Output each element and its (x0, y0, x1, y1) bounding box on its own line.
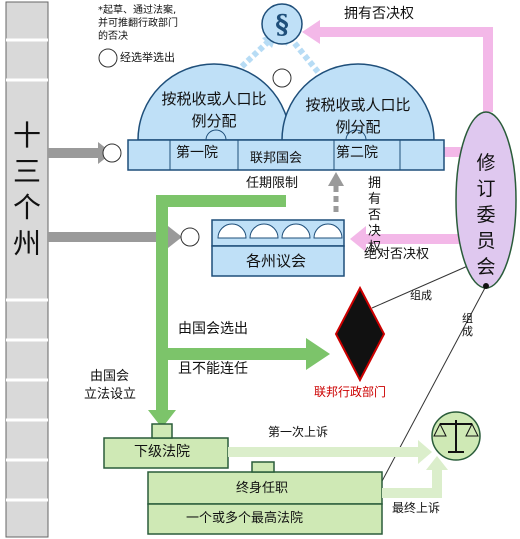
states-label: 十三个州 (12, 119, 41, 260)
note-line-2: 并可推翻行政部门 (98, 18, 178, 29)
congress-building (127, 63, 445, 171)
final-appeal-label: 最终上诉 (392, 501, 441, 515)
established-label-1: 由国会 (90, 369, 130, 384)
composed-label-1: 组成 (410, 289, 432, 302)
executive-label: 联邦行政部门 (314, 385, 387, 399)
established-label-2: 立法设立 (84, 387, 137, 402)
state-legislatures-building (211, 219, 345, 277)
note-line-3: 的否决 (98, 31, 128, 42)
green-arrows (148, 195, 330, 428)
veto-label: 拥有否决权 (344, 6, 414, 22)
elected-by-congress-2: 且不能连任 (178, 361, 248, 377)
life-tenure-label: 终身任职 (236, 481, 289, 496)
lower-courts-label: 下级法院 (134, 444, 190, 460)
revision-commission (455, 111, 517, 289)
senate-dome-label: 按税收或人口比例分配 (305, 96, 411, 136)
congress-name: 联邦国会 (250, 151, 303, 166)
first-appeal-label: 第一次上诉 (268, 425, 329, 439)
term-limit-label: 任期限制 (246, 176, 299, 191)
appeal-arrows (228, 440, 448, 498)
raised-hand-icon (98, 48, 292, 247)
note-line-1: *起草、通过法案, (98, 5, 177, 16)
elect-label: 经选举选出 (120, 51, 175, 64)
has-veto-label: 拥有否决权 (368, 176, 382, 255)
senate-label: 第二院 (336, 145, 378, 161)
states-column (5, 1, 49, 538)
elected-by-congress-1: 由国会选出 (178, 321, 248, 337)
svg-text:§: § (275, 10, 289, 40)
house-label: 第一院 (176, 145, 218, 161)
absolute-veto-label: 绝对否决权 (364, 247, 430, 262)
supreme-court-label: 一个或多个最高法院 (186, 511, 304, 526)
commission-label: 修订委员会 (476, 152, 496, 278)
house-dome-label: 按税收或人口比例分配 (161, 90, 267, 130)
law-section-icon: § (261, 3, 303, 45)
state-legislatures-label: 各州议会 (246, 252, 307, 270)
composed-label-2: 组成 (462, 312, 473, 338)
executive-diamond-icon (334, 285, 386, 383)
justice-scales-icon (431, 411, 481, 461)
